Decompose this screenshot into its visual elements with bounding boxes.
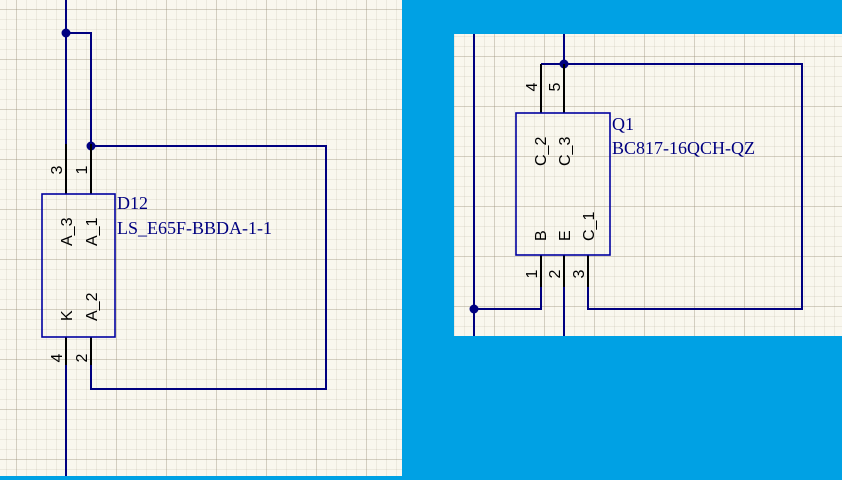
d12-schematic-canvas: 3 1 4 2 A_3 A_1 K A_2 D12 LS_E65F-BBDA-1… (41, 0, 327, 476)
component-comment[interactable]: BC817-16QCH-QZ (612, 138, 755, 158)
pin-name: C_2 (533, 137, 550, 166)
pin-number: 5 (547, 82, 564, 91)
wire-net-base[interactable] (474, 287, 542, 310)
pin-number: 4 (49, 353, 66, 362)
pin-name: A_1 (84, 217, 101, 246)
schematic-sheet-q1[interactable]: 4 5 1 2 3 C_2 C_3 B E C_1 Q1 BC817-16QCH… (454, 34, 842, 336)
pin-number: 2 (547, 269, 564, 278)
pin-number: 1 (74, 165, 91, 174)
schematic-sheet-d12[interactable]: 3 1 4 2 A_3 A_1 K A_2 D12 LS_E65F-BBDA-1… (0, 0, 402, 476)
component-designator[interactable]: D12 (117, 193, 148, 213)
component-designator[interactable]: Q1 (612, 114, 634, 134)
pin-name: E (557, 230, 574, 241)
wire-junction (61, 28, 71, 38)
wire-net-collector-loop[interactable] (541, 63, 803, 310)
pin-number: 3 (49, 165, 66, 174)
wire-net-loop-top[interactable] (66, 32, 92, 144)
pin-number: 2 (74, 353, 91, 362)
pin-name: C_1 (581, 212, 598, 241)
component-body-d12[interactable] (41, 193, 116, 338)
component-comment[interactable]: LS_E65F-BBDA-1-1 (117, 218, 272, 238)
pin-name: A_2 (84, 292, 101, 321)
pin-number: 3 (571, 269, 588, 278)
pin-name: A_3 (59, 217, 76, 246)
pin-number: 1 (524, 269, 541, 278)
pin-name: C_3 (557, 137, 574, 166)
pin-number: 4 (524, 82, 541, 91)
q1-schematic-canvas: 4 5 1 2 3 C_2 C_3 B E C_1 Q1 BC817-16QCH… (469, 34, 803, 336)
pin-name: K (59, 310, 76, 321)
pin-name: B (533, 230, 550, 241)
wire-junction (469, 304, 479, 314)
wire-net-loop-right[interactable] (90, 145, 327, 390)
component-body-q1[interactable] (515, 112, 611, 256)
